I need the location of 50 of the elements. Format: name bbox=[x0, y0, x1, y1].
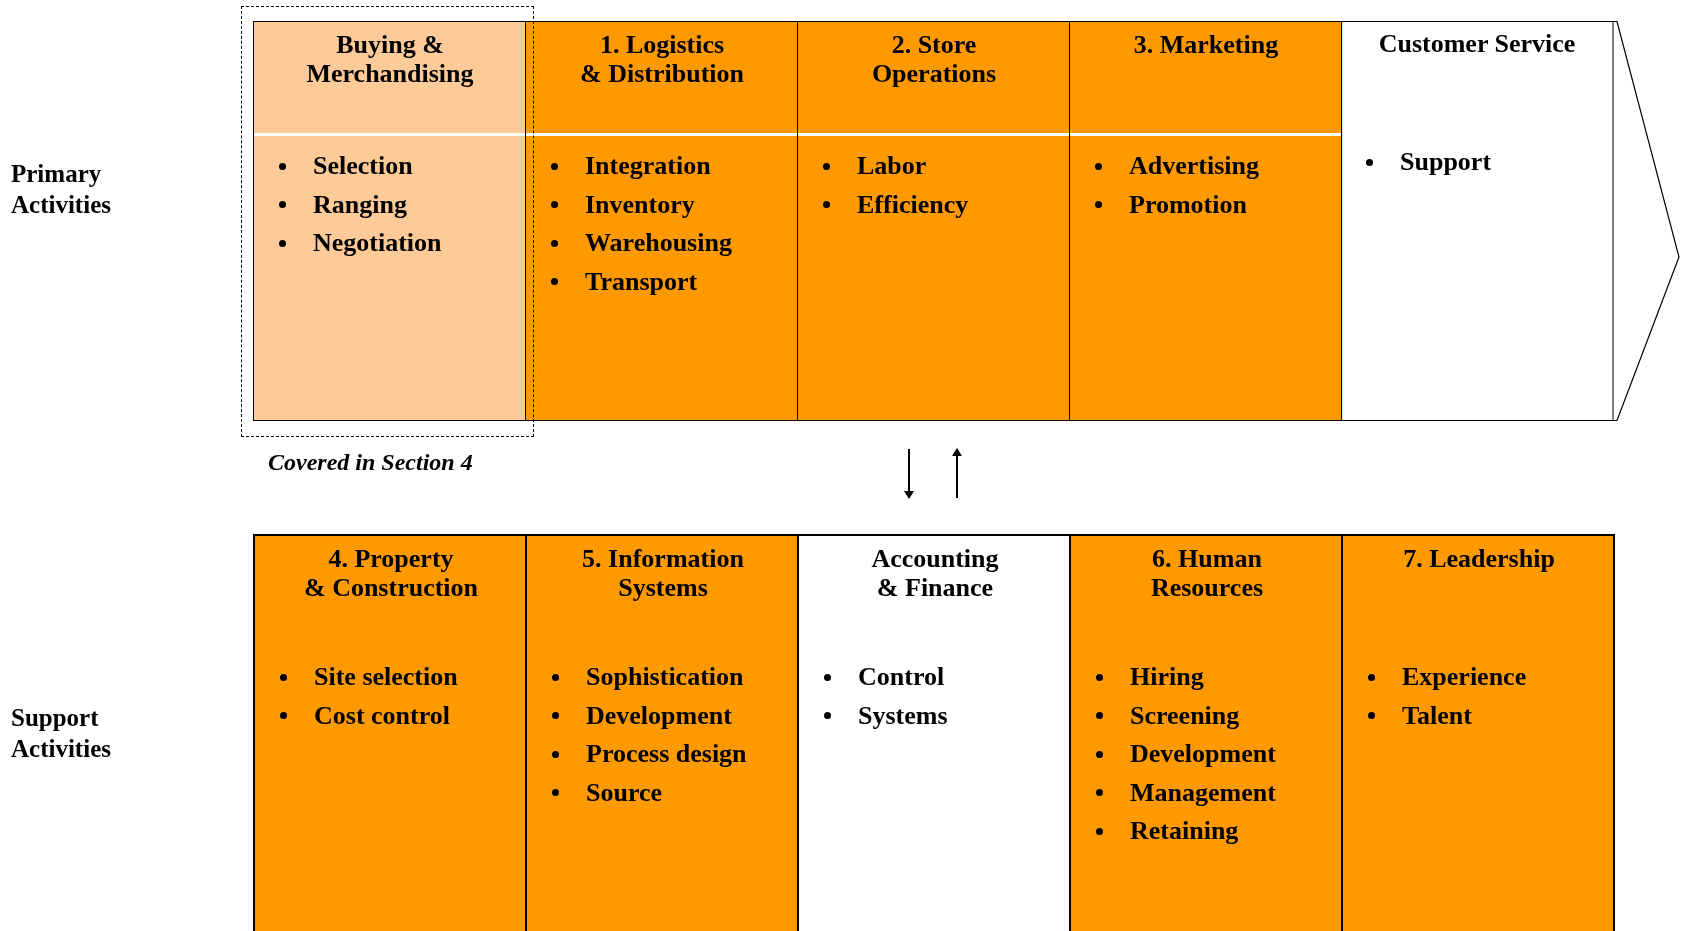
column-heading: 4. Property & Construction bbox=[302, 544, 480, 602]
side-label: Primary Activities bbox=[11, 159, 112, 220]
list-item-text: Ranging bbox=[313, 189, 407, 220]
column-heading: Customer Service bbox=[1377, 29, 1577, 58]
side-label: Support Activities bbox=[11, 703, 112, 764]
list-item-text: Development bbox=[586, 700, 732, 731]
column-heading: 6. Human Resources bbox=[1149, 544, 1265, 602]
column-heading: 2. Store Operations bbox=[870, 30, 998, 88]
list-item-text: Support bbox=[1400, 147, 1492, 178]
list-item-text: Site selection bbox=[314, 662, 458, 693]
list-item-text: Selection bbox=[313, 151, 413, 182]
column-heading: 1. Logistics & Distribution bbox=[579, 30, 745, 88]
chevron-column bbox=[1341, 21, 1680, 421]
list-item-text: Inventory bbox=[585, 189, 695, 220]
activity-column bbox=[1341, 534, 1615, 931]
list-item-text: Transport bbox=[585, 266, 698, 297]
list-item-text: Advertising bbox=[1129, 151, 1259, 182]
list-item-text: Retaining bbox=[1130, 816, 1239, 847]
activity-column bbox=[1069, 21, 1342, 421]
activity-column bbox=[253, 534, 527, 931]
list-item-text: Integration bbox=[585, 151, 711, 182]
list-item-text: Sophistication bbox=[586, 662, 744, 693]
list-item-text: Source bbox=[586, 777, 663, 808]
column-heading: 7. Leadership bbox=[1402, 544, 1556, 573]
list-item-text: Cost control bbox=[314, 700, 450, 731]
activity-column bbox=[1069, 534, 1343, 931]
column-heading: Accounting & Finance bbox=[870, 544, 1000, 602]
list-item-text: Talent bbox=[1402, 700, 1472, 731]
column-heading: 5. Information Systems bbox=[581, 544, 745, 602]
list-item-text: Screening bbox=[1130, 700, 1240, 731]
list-item-text: Efficiency bbox=[857, 189, 969, 220]
activity-column bbox=[525, 21, 798, 421]
list-item-text: Systems bbox=[858, 700, 948, 731]
column-heading: 3. Marketing bbox=[1132, 30, 1280, 59]
list-item-text: Control bbox=[858, 662, 945, 693]
arrow bbox=[904, 448, 914, 499]
arrow bbox=[952, 448, 962, 499]
list-item-text: Negotiation bbox=[313, 228, 442, 259]
list-item-text: Management bbox=[1130, 777, 1276, 808]
list-item-text: Process design bbox=[586, 739, 747, 770]
list-item-text: Hiring bbox=[1130, 662, 1204, 693]
list-item-text: Experience bbox=[1402, 662, 1527, 693]
activity-column bbox=[525, 534, 799, 931]
list-item-text: Development bbox=[1130, 739, 1276, 770]
activity-column bbox=[797, 21, 1070, 421]
list-item-text: Warehousing bbox=[585, 228, 732, 259]
side-label: Covered in Section 4 bbox=[268, 448, 473, 477]
list-item-text: Labor bbox=[857, 151, 927, 182]
column-heading: Buying & Merchandising bbox=[305, 30, 475, 88]
list-item-text: Promotion bbox=[1129, 189, 1247, 220]
